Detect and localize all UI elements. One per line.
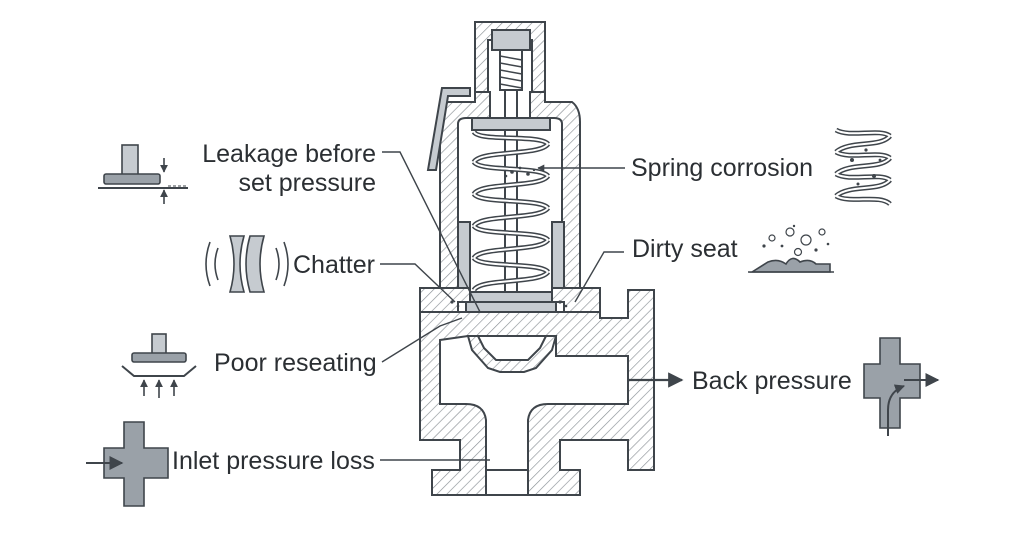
lifting-lever bbox=[426, 87, 471, 171]
label-back-pressure: Back pressure bbox=[692, 367, 852, 395]
leader-poor-reseating bbox=[381, 317, 463, 363]
leader-lines bbox=[380, 151, 625, 461]
adjusting-nut bbox=[491, 29, 531, 51]
relief-valve-cross-section bbox=[419, 21, 655, 496]
tee-outlet-icon bbox=[863, 337, 940, 436]
disc-gap-icon bbox=[98, 144, 188, 204]
label-dirty-seat: Dirty seat bbox=[632, 235, 738, 263]
upper-spring-plate bbox=[471, 117, 551, 131]
guide-sleeve-right bbox=[551, 221, 565, 293]
leader-chatter bbox=[380, 263, 456, 303]
leader-dirty-seat bbox=[574, 251, 624, 303]
lower-spring-plate bbox=[469, 291, 553, 303]
corroded-spring-icon bbox=[834, 127, 892, 207]
vibrating-spring-icon bbox=[205, 235, 289, 293]
label-chatter: Chatter bbox=[293, 251, 375, 279]
inlet-bore bbox=[485, 469, 529, 496]
label-leakage-line1: Leakage before bbox=[202, 140, 376, 168]
label-inlet-pressure-loss: Inlet pressure loss bbox=[172, 447, 375, 475]
main-spring-highlight bbox=[473, 131, 549, 291]
disc-upflow-icon bbox=[121, 333, 197, 398]
screw-threads bbox=[499, 55, 523, 89]
label-poor-reseating: Poor reseating bbox=[214, 349, 377, 377]
valve-body bbox=[419, 289, 655, 496]
nozzle bbox=[466, 335, 558, 373]
leader-leakage bbox=[382, 151, 481, 313]
dirt-particles-icon bbox=[748, 224, 834, 273]
label-leakage-line2: set pressure bbox=[238, 169, 376, 197]
label-spring-corrosion: Spring corrosion bbox=[631, 154, 813, 182]
spring-corrosion-spots bbox=[504, 166, 536, 178]
pipe-cross-icon bbox=[86, 421, 169, 507]
labels: Leakage before set pressure Chatter Poor… bbox=[172, 140, 852, 475]
